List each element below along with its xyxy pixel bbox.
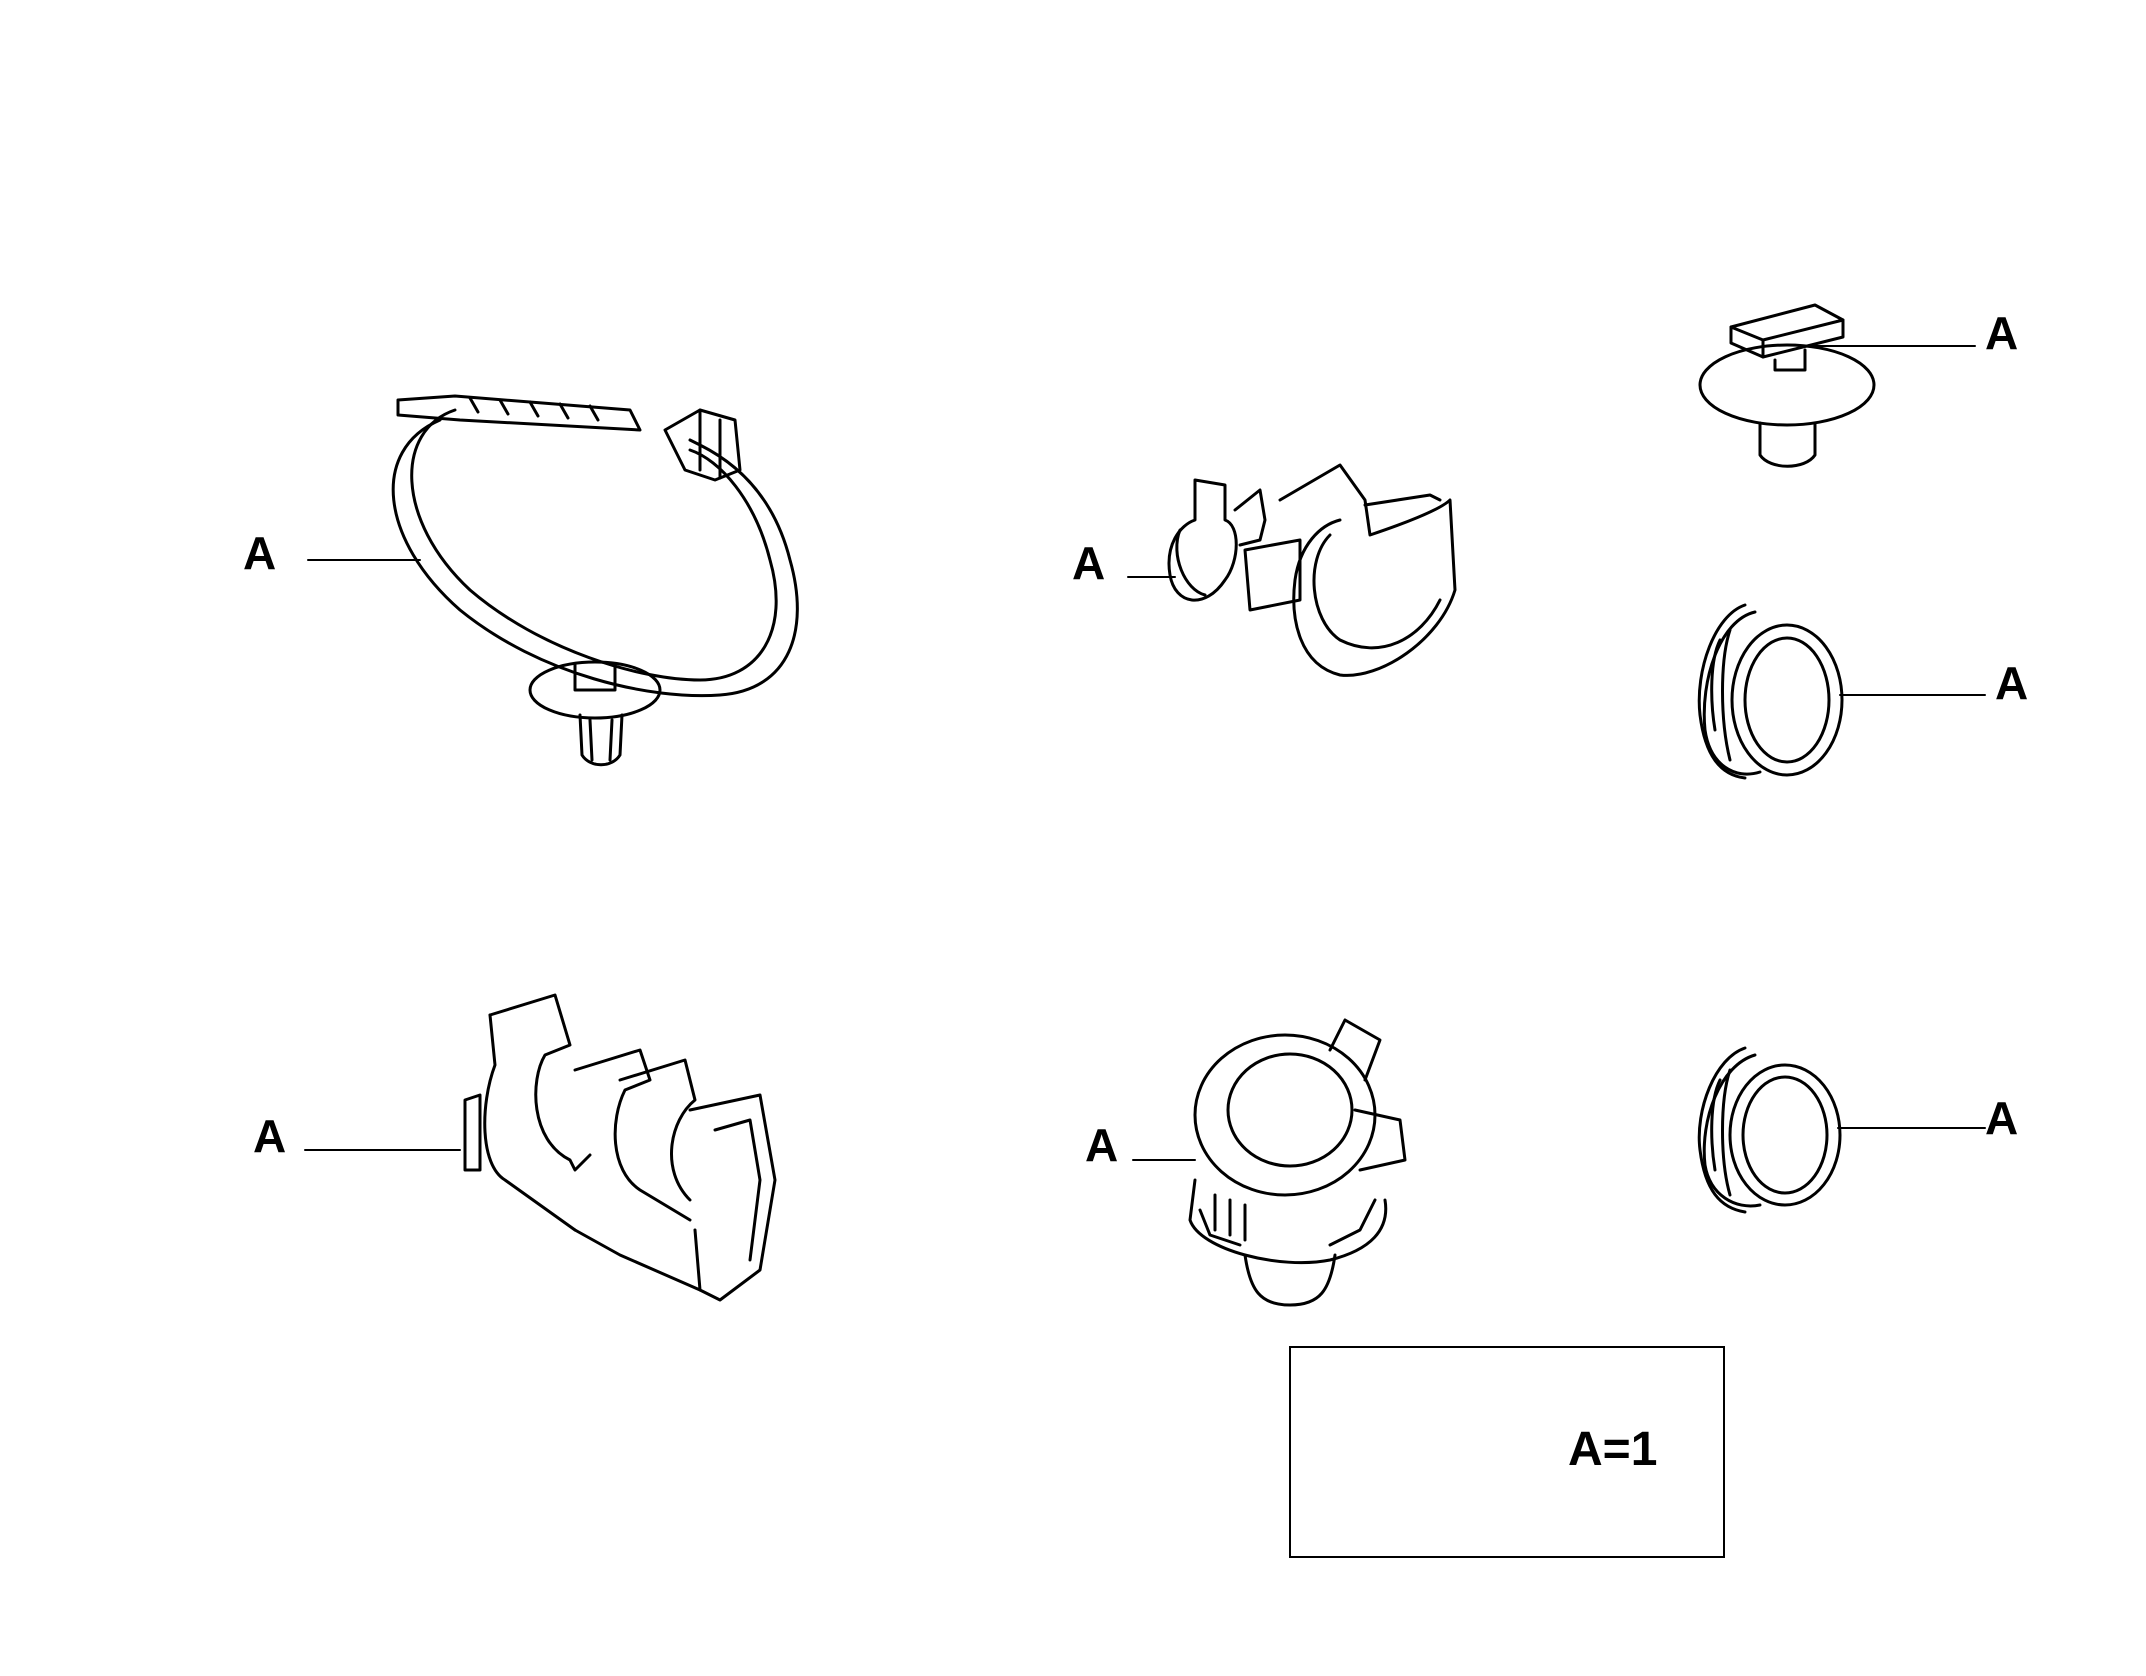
callout-label-multi-clip: A	[253, 1110, 287, 1162]
hose-clamp-lower-part	[1697, 1046, 1842, 1214]
hose-clamp-upper-part	[1697, 603, 1844, 780]
push-pin-part	[1698, 303, 1876, 468]
callout-label-double-clip: A	[1072, 537, 1106, 589]
callout-label-hose-clamp-lower: A	[1985, 1092, 2019, 1144]
callout-label-push-pin: A	[1985, 307, 2019, 359]
callout-label-round-clip: A	[1085, 1119, 1119, 1171]
callout-label-tie-strap: A	[243, 527, 277, 579]
cable-tie-strap-part	[391, 394, 799, 767]
multi-clip-part	[463, 993, 777, 1302]
double-clip-part	[1167, 463, 1457, 677]
quantity-legend-box	[1289, 1346, 1725, 1558]
quantity-legend-text: A=1	[1568, 1423, 1658, 1476]
round-clip-part	[1188, 1018, 1407, 1307]
callout-label-hose-clamp-upper: A	[1995, 657, 2029, 709]
